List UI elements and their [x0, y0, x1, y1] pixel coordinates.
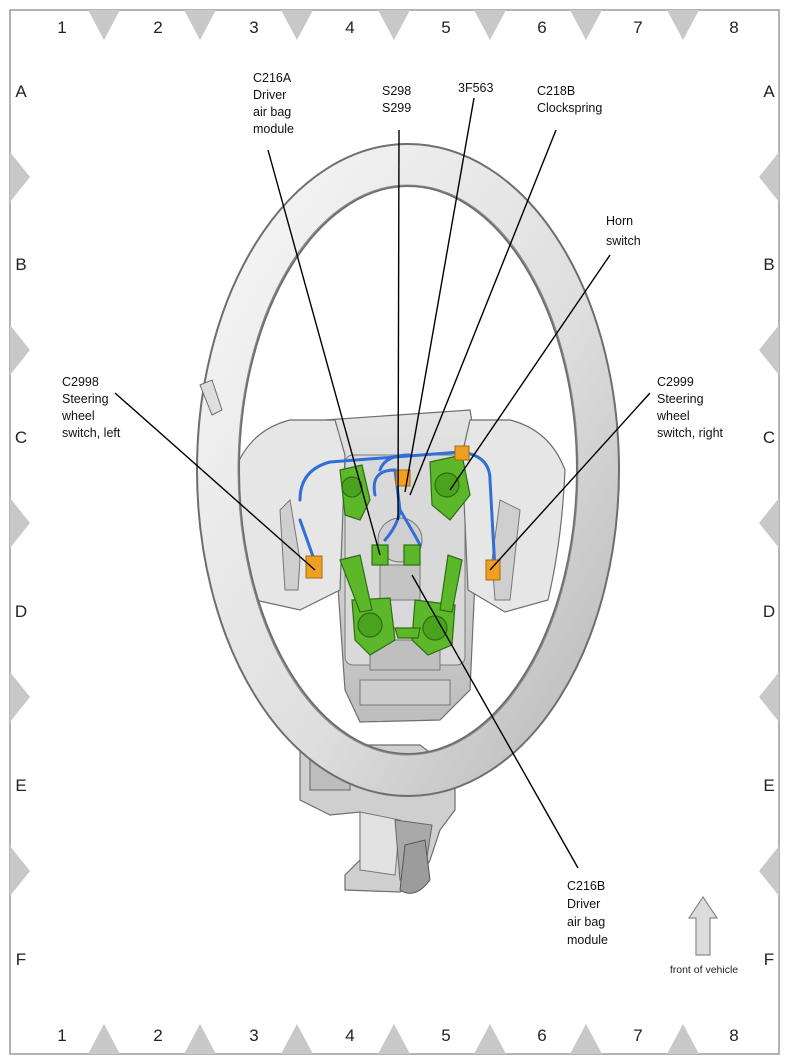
connector-c2999 [485, 559, 501, 581]
col-label-2-bottom: 2 [153, 1026, 162, 1045]
row-label-e-right: E [763, 776, 774, 795]
row-labels-left: A B C D E F [15, 82, 27, 969]
callout-c2998-line-2: Steering [62, 392, 109, 406]
callout-c216a-line-1: C216A [253, 71, 292, 85]
callout-s298: S298 S299 [382, 84, 411, 115]
callout-c216b-line-3: air bag [567, 915, 605, 929]
grid-markers-right [759, 152, 779, 896]
col-label-3: 3 [249, 18, 258, 37]
leader-horn [449, 254, 611, 491]
callout-c216a: C216A Driver air bag module [253, 71, 294, 136]
connector-c2998 [305, 555, 323, 579]
leader-s298 [397, 129, 400, 521]
grid-markers-bottom [88, 1024, 699, 1054]
row-label-c-right: C [763, 428, 775, 447]
callout-c216b-line-1: C216B [567, 879, 605, 893]
callout-c218b: C218B Clockspring [537, 84, 602, 115]
grid-markers-top [88, 10, 699, 40]
callout-c2998: C2998 Steering wheel switch, left [61, 375, 121, 440]
col-label-6: 6 [537, 18, 546, 37]
callout-c218b-line-2: Clockspring [537, 101, 602, 115]
up-arrow-icon [687, 895, 719, 956]
callout-c2998-line-4: switch, left [62, 426, 121, 440]
callout-c216a-line-4: module [253, 122, 294, 136]
grid-markers-left [10, 152, 30, 896]
col-label-3-bottom: 3 [249, 1026, 258, 1045]
callout-c2999-line-2: Steering [657, 392, 704, 406]
col-label-4-bottom: 4 [345, 1026, 354, 1045]
row-label-e: E [15, 776, 26, 795]
steering-wheel-rim [196, 143, 620, 797]
leader-c216a [267, 149, 381, 556]
callout-horn-switch: Horn switch [606, 214, 641, 248]
callout-s298-line-2: S299 [382, 101, 411, 115]
turn-signal-stalk [199, 379, 223, 416]
row-labels-right: A B C D E F [763, 82, 775, 969]
col-label-8: 8 [729, 18, 738, 37]
leader-c216b [411, 574, 579, 869]
column-labels-bottom: 1 2 3 4 5 6 7 8 [57, 1026, 738, 1045]
row-label-d: D [15, 602, 27, 621]
callout-c2999-line-4: switch, right [657, 426, 724, 440]
callout-horn-line-1: Horn [606, 214, 633, 228]
col-label-6-bottom: 6 [537, 1026, 546, 1045]
callout-s298-line-1: S298 [382, 84, 411, 98]
callout-horn-line-2: switch [606, 234, 641, 248]
col-label-1: 1 [57, 18, 66, 37]
row-label-a-right: A [763, 82, 775, 101]
callout-c216a-line-2: Driver [253, 88, 286, 102]
row-label-c: C [15, 428, 27, 447]
row-label-a: A [15, 82, 27, 101]
row-label-f-right: F [764, 950, 774, 969]
col-label-1-bottom: 1 [57, 1026, 66, 1045]
row-label-b-right: B [763, 255, 774, 274]
connector-clockspring [454, 445, 470, 461]
front-of-vehicle-label: front of vehicle [670, 964, 738, 976]
col-label-7-bottom: 7 [633, 1026, 642, 1045]
callout-3f563-line-1: 3F563 [458, 81, 493, 95]
callout-3f563: 3F563 [458, 81, 493, 95]
callout-c2998-line-3: wheel [61, 409, 95, 423]
leader-c2998 [114, 392, 316, 571]
callout-c216a-line-3: air bag [253, 105, 291, 119]
callout-c2999-line-3: wheel [656, 409, 690, 423]
callout-c216b-line-4: module [567, 933, 608, 947]
col-label-5: 5 [441, 18, 450, 37]
callout-c2999: C2999 Steering wheel switch, right [656, 375, 724, 440]
callout-c2998-line-1: C2998 [62, 375, 99, 389]
row-label-d-right: D [763, 602, 775, 621]
col-label-4: 4 [345, 18, 354, 37]
column-labels-top: 1 2 3 4 5 6 7 8 [57, 18, 738, 37]
col-label-7: 7 [633, 18, 642, 37]
leader-c218b [409, 129, 557, 496]
leader-c2999 [489, 392, 651, 571]
callout-c216b-line-2: Driver [567, 897, 600, 911]
leader-lines [114, 97, 651, 869]
col-label-2: 2 [153, 18, 162, 37]
callout-c218b-line-1: C218B [537, 84, 575, 98]
row-label-f: F [16, 950, 26, 969]
col-label-8-bottom: 8 [729, 1026, 738, 1045]
row-label-b: B [15, 255, 26, 274]
leader-3f563 [404, 97, 475, 493]
col-label-5-bottom: 5 [441, 1026, 450, 1045]
front-of-vehicle-indicator: front of vehicle [670, 895, 738, 976]
callout-c216b: C216B Driver air bag module [567, 879, 608, 947]
callout-c2999-line-1: C2999 [657, 375, 694, 389]
